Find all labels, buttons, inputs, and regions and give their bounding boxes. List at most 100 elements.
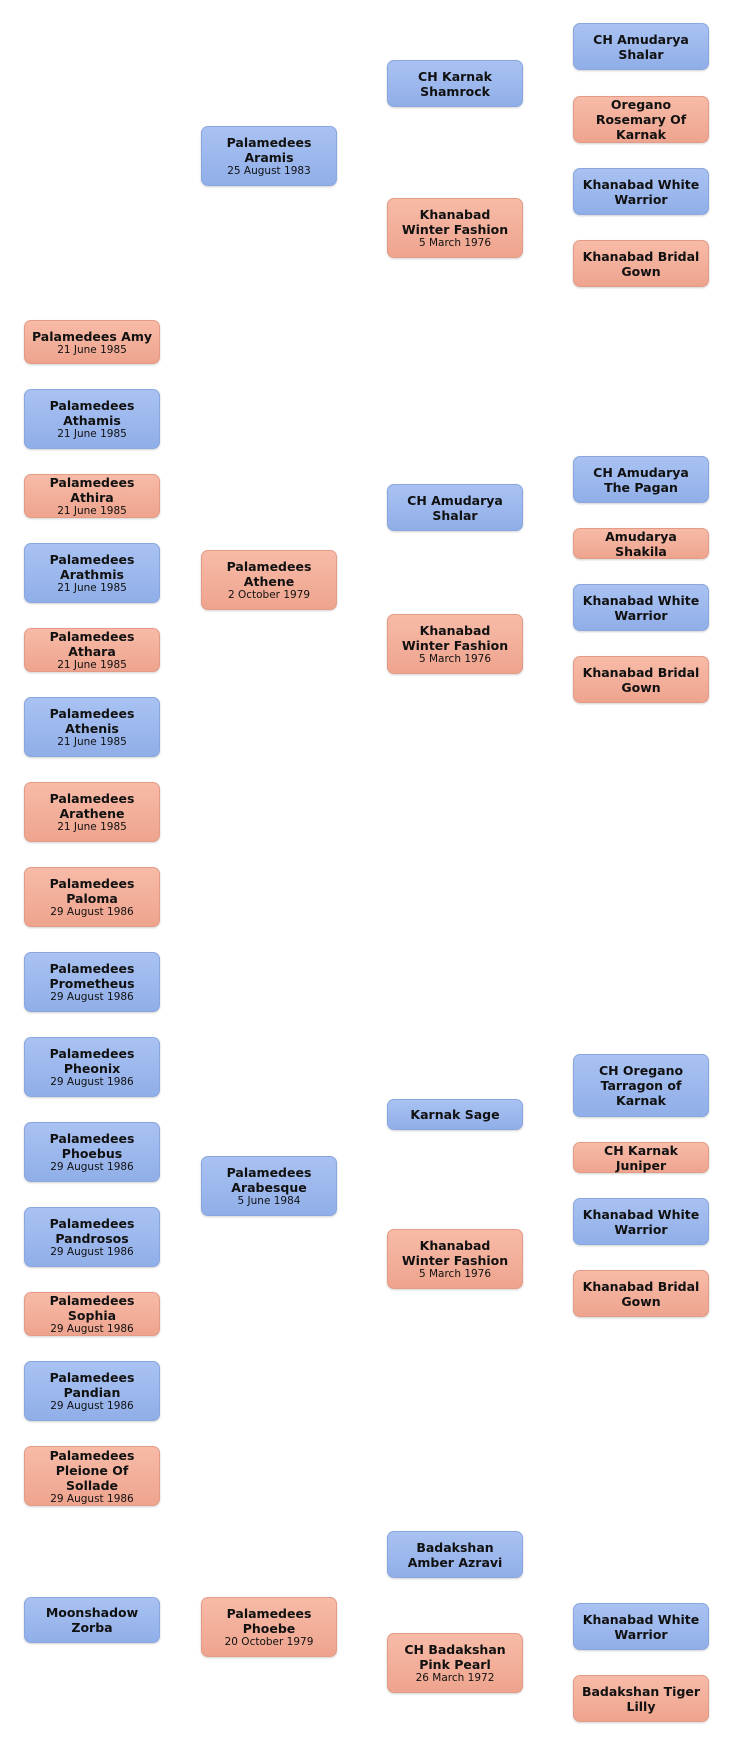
node-date: 26 March 1972 — [415, 1672, 495, 1684]
node-name: Palamedees Sophia — [49, 1293, 135, 1323]
node-name: Khanabad White Warrior — [582, 592, 700, 623]
node-name: Khanabad White Warrior — [582, 1611, 700, 1642]
node-name: Badakshan Tiger Lilly — [581, 1683, 701, 1714]
pedigree-node[interactable]: CH Karnak Shamrock — [387, 60, 523, 107]
pedigree-node[interactable]: Oregano Rosemary Of Karnak — [573, 96, 709, 143]
node-name: CH Karnak Shamrock — [418, 68, 492, 99]
node-name: CH Amudarya The Pagan — [593, 464, 689, 495]
node-date: 21 June 1985 — [57, 582, 127, 594]
pedigree-node[interactable]: CH Oregano Tarragon of Karnak — [573, 1054, 709, 1117]
node-date: 29 August 1986 — [50, 1400, 134, 1412]
node-name: Palamedees Pleione Of Sollade — [49, 1447, 135, 1493]
node-date: 29 August 1986 — [50, 1161, 134, 1173]
pedigree-node[interactable]: Khanabad White Warrior — [573, 1198, 709, 1245]
node-name: Khanabad Bridal Gown — [582, 1278, 700, 1309]
pedigree-node[interactable]: Badakshan Amber Azravi — [387, 1531, 523, 1578]
pedigree-node[interactable]: Khanabad White Warrior — [573, 584, 709, 631]
node-name: Amudarya Shakila — [605, 528, 677, 559]
node-date: 5 March 1976 — [418, 1268, 492, 1280]
node-date: 20 October 1979 — [224, 1636, 314, 1648]
node-name: Palamedees Arabesque — [226, 1165, 312, 1195]
pedigree-node[interactable]: Moonshadow Zorba — [24, 1597, 160, 1643]
node-name: Badakshan Amber Azravi — [407, 1539, 503, 1570]
node-name: Palamedees Prometheus — [49, 961, 135, 991]
pedigree-node[interactable]: Khanabad Bridal Gown — [573, 656, 709, 703]
pedigree-node[interactable]: Badakshan Tiger Lilly — [573, 1675, 709, 1722]
node-date: 21 June 1985 — [57, 736, 127, 748]
node-date: 21 June 1985 — [57, 428, 127, 440]
node-name: Palamedees Phoebus — [49, 1131, 135, 1161]
node-name: Khanabad Bridal Gown — [582, 248, 700, 279]
node-date: 29 August 1986 — [50, 906, 134, 918]
pedigree-node[interactable]: CH Karnak Juniper — [573, 1142, 709, 1173]
node-date: 29 August 1986 — [50, 1246, 134, 1258]
node-name: Oregano Rosemary Of Karnak — [595, 97, 687, 142]
node-name: Karnak Sage — [410, 1107, 500, 1122]
node-date: 5 June 1984 — [237, 1195, 301, 1207]
pedigree-node[interactable]: Khanabad Bridal Gown — [573, 1270, 709, 1317]
node-date: 29 August 1986 — [50, 1492, 134, 1505]
node-date: 21 June 1985 — [57, 821, 127, 833]
node-name: CH Karnak Juniper — [604, 1142, 678, 1173]
node-date: 21 June 1985 — [57, 659, 127, 671]
pedigree-node[interactable]: Khanabad Bridal Gown — [573, 240, 709, 287]
node-name: Palamedees Aramis — [226, 135, 312, 165]
node-name: CH Badakshan Pink Pearl — [404, 1642, 506, 1672]
node-name: Palamedees Phoebe — [226, 1606, 312, 1636]
node-name: Khanabad Winter Fashion — [401, 207, 509, 237]
pedigree-node[interactable]: Karnak Sage — [387, 1099, 523, 1130]
node-name: Palamedees Athene — [226, 559, 312, 589]
node-name: Palamedees Arathene — [49, 791, 135, 821]
node-name: Palamedees Amy — [31, 328, 153, 344]
node-name: Palamedees Pandian — [49, 1370, 135, 1400]
node-date: 2 October 1979 — [227, 589, 311, 601]
node-name: Palamedees Paloma — [49, 876, 135, 906]
node-name: Khanabad White Warrior — [582, 1206, 700, 1237]
node-name: Palamedees Athamis — [49, 398, 135, 428]
pedigree-node[interactable]: CH Amudarya Shalar — [573, 23, 709, 70]
node-name: Palamedees Athira — [49, 475, 135, 505]
pedigree-node[interactable]: CH Amudarya The Pagan — [573, 456, 709, 503]
node-name: CH Amudarya Shalar — [407, 492, 503, 523]
node-name: CH Amudarya Shalar — [593, 31, 689, 62]
pedigree-node[interactable]: CH Amudarya Shalar — [387, 484, 523, 531]
node-name: Khanabad Winter Fashion — [401, 1238, 509, 1268]
node-name: Palamedees Athenis — [49, 706, 135, 736]
node-name: Khanabad Winter Fashion — [401, 623, 509, 653]
pedigree-node[interactable]: Khanabad White Warrior — [573, 168, 709, 215]
node-name: Khanabad Bridal Gown — [582, 664, 700, 695]
node-name: Palamedees Athara — [49, 629, 135, 659]
node-date: 5 March 1976 — [418, 237, 492, 249]
pedigree-node[interactable]: Khanabad White Warrior — [573, 1603, 709, 1650]
node-date: 21 June 1985 — [57, 343, 127, 356]
node-name: Palamedees Arathmis — [49, 552, 135, 582]
node-name: Palamedees Pandrosos — [49, 1216, 135, 1246]
node-date: 29 August 1986 — [50, 991, 134, 1003]
node-date: 29 August 1986 — [50, 1323, 134, 1335]
pedigree-node[interactable]: Amudarya Shakila — [573, 528, 709, 559]
node-name: Moonshadow Zorba — [45, 1605, 139, 1635]
